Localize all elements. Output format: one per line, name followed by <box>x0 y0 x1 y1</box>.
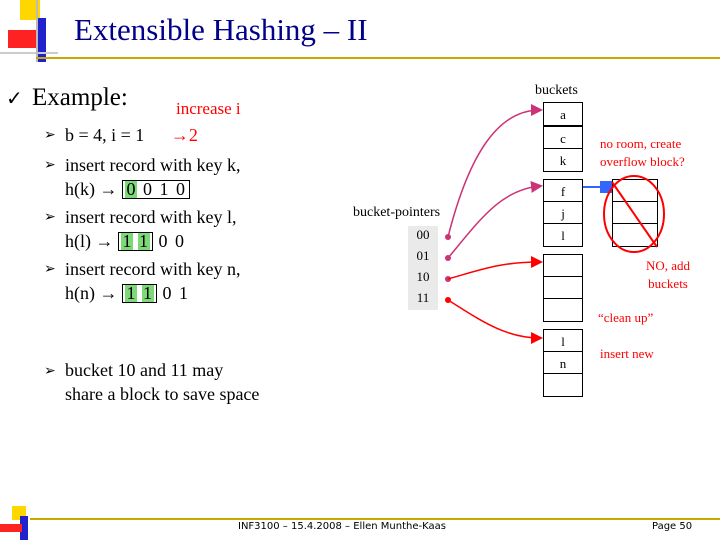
pointer-arrow-01 <box>447 180 543 259</box>
insert-k-item: insert record with key k, h(k) → 0 0 1 0 <box>65 153 240 201</box>
no-room-line-1: no room, create <box>600 136 682 151</box>
buckets-label: buckets <box>535 83 578 98</box>
page-title: Extensible Hashing – II <box>74 12 368 47</box>
arrow-bullet-icon: ➢ <box>44 209 56 225</box>
arrow-right-icon: → <box>170 125 189 145</box>
insert-n-text: insert record with key n, <box>65 259 241 279</box>
bucket-d-slot <box>543 373 583 397</box>
clean-up-note: “clean up” <box>598 310 654 325</box>
bit: 1 <box>179 283 188 303</box>
bit: 1 <box>137 231 150 251</box>
bucket-a-slot: k <box>543 148 583 172</box>
bucket-b-slot: j <box>543 201 583 225</box>
hash-l-label: h(l) <box>65 231 91 251</box>
bit: 0 <box>175 231 184 251</box>
no-add-line-1: NO, add <box>646 258 691 273</box>
b-i-line: b = 4, i = 1 →2 <box>65 123 198 147</box>
arrow-bullet-icon: ➢ <box>44 127 56 143</box>
arrow-right-icon: → <box>99 179 118 199</box>
share-note: bucket 10 and 11 may share a block to sa… <box>65 358 259 406</box>
pointer-arrow-10 <box>447 256 543 280</box>
footer-page-number: Page 50 <box>652 521 693 532</box>
bit: 0 <box>162 283 172 303</box>
no-add-line-2: buckets <box>648 276 688 291</box>
bit: 1 <box>141 283 154 303</box>
arrow-right-icon: → <box>99 283 118 303</box>
cross-out-circle <box>603 175 665 253</box>
bit: 0 <box>158 231 168 251</box>
insert-n-item: insert record with key n, h(n) → 1 1 0 1 <box>65 257 240 305</box>
bucket-c-slot <box>543 298 583 322</box>
pointer-01: 01 <box>416 248 430 263</box>
pointer-00: 00 <box>416 227 430 242</box>
new-i-value: 2 <box>188 125 198 145</box>
pointer-arrow-11 <box>447 299 543 344</box>
arrow-bullet-icon: ➢ <box>44 363 56 379</box>
b-i-text: b = 4, i = 1 <box>65 125 145 145</box>
footer-divider <box>30 518 720 520</box>
arrow-bullet-icon: ➢ <box>44 157 56 173</box>
corner-decoration-top <box>0 0 72 62</box>
insert-l-text: insert record with key l, <box>65 207 237 227</box>
corner-decoration-bottom <box>0 506 44 540</box>
bucket-pointers-label: bucket-pointers <box>353 205 441 220</box>
hash-n-bits: 1 1 <box>122 284 157 303</box>
bucket-a-slot: c <box>543 126 583 150</box>
bit: 0 <box>176 179 185 199</box>
increase-i-note: increase i <box>176 99 241 118</box>
overflow-block-slot <box>612 223 658 247</box>
arrow-right-icon: → <box>95 231 114 251</box>
bucket-c-slot <box>543 254 583 278</box>
bit: 1 <box>159 179 169 199</box>
bucket-b-slot: l <box>543 223 583 247</box>
pointer-10: 10 <box>416 269 430 284</box>
bucket-pointer-array <box>408 226 438 310</box>
bit: 1 <box>125 283 137 303</box>
no-add-buckets-note: NO, add buckets <box>646 257 690 293</box>
insert-l-item: insert record with key l, h(l) → 1 1 0 0 <box>65 205 236 253</box>
arrow-bullet-icon: ➢ <box>44 261 56 277</box>
hash-k-bits: 0 0 1 0 <box>122 180 190 199</box>
insert-k-text: insert record with key k, <box>65 155 241 175</box>
share-note-line-2: share a block to save space <box>65 384 260 404</box>
cross-out-line <box>611 181 658 248</box>
no-room-note: no room, create overflow block? <box>600 135 685 171</box>
checkmark-icon: ✓ <box>6 86 23 110</box>
bucket-b-slot: f <box>543 179 583 203</box>
example-heading: Example: <box>32 84 128 111</box>
footer-course: INF3100 – 15.4.2008 – Ellen Munthe-Kaas <box>238 521 446 532</box>
bit: 0 <box>125 179 137 199</box>
insert-new-note: insert new <box>600 346 654 361</box>
hash-l-bits: 1 1 <box>118 232 153 251</box>
title-divider <box>36 57 720 59</box>
hash-n-label: h(n) <box>65 283 95 303</box>
bit: 1 <box>121 231 133 251</box>
hash-k-label: h(k) <box>65 179 95 199</box>
share-note-line-1: bucket 10 and 11 may <box>65 360 224 380</box>
bucket-d-slot: n <box>543 351 583 375</box>
bit: 0 <box>143 179 152 199</box>
pointer-arrow-00 <box>447 104 543 238</box>
bucket-a-slot: a <box>543 102 583 126</box>
no-room-line-2: overflow block? <box>600 154 685 169</box>
overflow-link-marker <box>600 181 612 193</box>
pointer-11: 11 <box>416 290 430 305</box>
